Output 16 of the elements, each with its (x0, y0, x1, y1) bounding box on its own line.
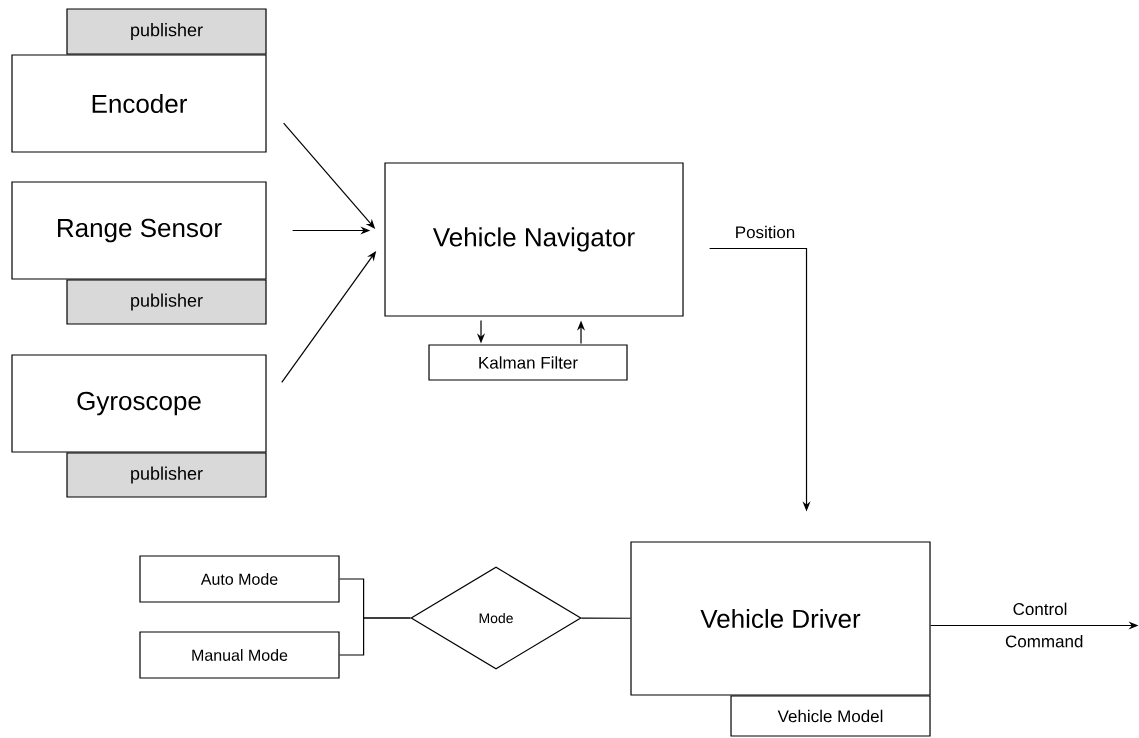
edge-label: Position (736, 225, 795, 239)
edge-label: Control Command (1005, 602, 1083, 648)
process-box: Gyroscope (11, 354, 267, 453)
process-box: Vehicle Model (730, 695, 931, 737)
connector-line (339, 617, 411, 656)
process-box: Encoder (11, 54, 267, 153)
process-box: Vehicle Navigator (384, 162, 684, 317)
process-box: Auto Mode (139, 555, 340, 603)
tab-box: publisher (66, 279, 267, 325)
connector-line (580, 617, 631, 619)
process-box: Range Sensor (11, 181, 267, 280)
process-box: Vehicle Driver (630, 541, 931, 696)
process-box: Manual Mode (139, 631, 340, 679)
tab-box: publisher (66, 8, 267, 55)
tab-box: publisher (66, 452, 267, 498)
process-box: Kalman Filter (428, 344, 628, 381)
